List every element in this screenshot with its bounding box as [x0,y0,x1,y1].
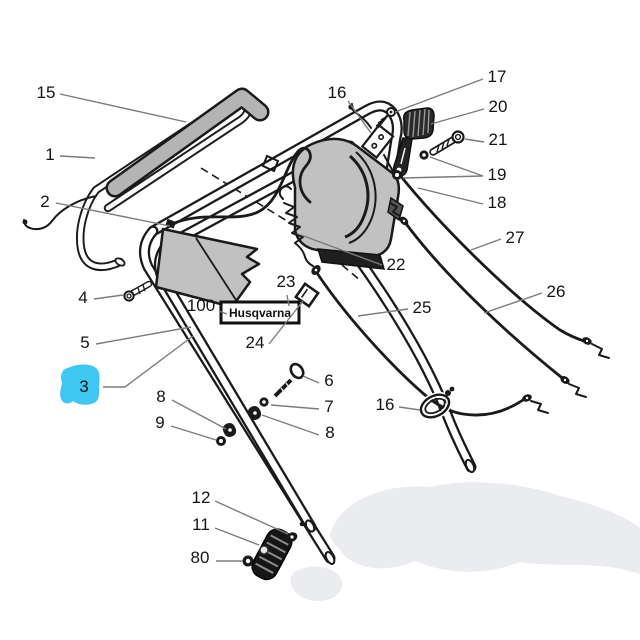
leader-line [218,310,228,315]
brand-plate: Husqvarna [219,300,301,325]
callout-26[interactable]: 26 [547,282,566,301]
eye-bolt-6 [273,362,305,398]
cable-clip-on-bar [261,154,280,173]
callout-16[interactable]: 16 [376,395,395,414]
callout-7[interactable]: 7 [324,397,333,416]
callout-25[interactable]: 25 [413,298,432,317]
throttle-cable [397,172,610,359]
callout-11[interactable]: 11 [192,515,210,534]
callout-18[interactable]: 18 [488,193,507,212]
leader-line [214,527,260,546]
callout-3[interactable]: 3 [79,377,88,396]
leader-line [398,406,421,411]
leader-line [302,375,320,384]
drive-cable [389,202,587,398]
screw-17 [375,107,396,129]
bolt-hole [299,521,305,527]
leader-line [429,156,484,177]
leader-line [103,335,194,388]
leader-line [394,78,484,113]
nut-9 [216,436,226,446]
callout-27[interactable]: 27 [506,228,525,247]
brake-cable [315,271,549,417]
callout-8[interactable]: 8 [156,387,165,406]
tension-spring [278,185,321,275]
throttle-lever [392,107,435,177]
washers-19 [392,150,429,180]
callout-24[interactable]: 24 [246,333,265,352]
leader-line [270,404,320,410]
leader-line [59,93,187,123]
leader-line [93,294,124,300]
leader-line [417,187,484,205]
screw-4 [123,280,153,302]
leader-line [470,238,502,251]
highlight-blob [60,364,100,405]
callout-1[interactable]: 1 [45,145,54,164]
leader-line [59,155,96,159]
leader-line [170,425,217,441]
leader-line [171,399,227,430]
callout-23[interactable]: 23 [277,272,296,291]
clip-8-right [247,406,262,420]
callout-4[interactable]: 4 [78,288,87,307]
callout-100[interactable]: 100 [187,296,215,315]
leader-line [464,138,485,143]
leader-line [214,500,289,535]
leader-line [268,300,304,345]
callout-5[interactable]: 5 [80,333,89,352]
callout-80[interactable]: 80 [191,548,210,567]
callout-20[interactable]: 20 [489,97,508,116]
clip-8-left [222,423,237,437]
leader-line [300,234,383,266]
bolt-21 [429,130,465,156]
callout-12[interactable]: 12 [192,488,211,507]
callout-6[interactable]: 6 [324,371,333,390]
knob-assembly [242,528,298,581]
callout-9[interactable]: 9 [155,413,164,432]
leader-line [55,202,171,227]
leader-line [95,326,192,345]
callout-15[interactable]: 15 [37,83,56,102]
nut-7 [259,397,269,407]
callout-8[interactable]: 8 [325,423,334,442]
leader-line [483,292,543,314]
callout-17[interactable]: 17 [488,67,507,86]
brand-plate-text: Husqvarna [229,306,291,320]
leader-line [402,175,484,179]
console-panel-torn [154,227,261,309]
leader-line [430,108,485,125]
mower-deck-shadow [290,482,640,601]
cable-adjuster-block [348,103,397,178]
leader-line [357,308,409,317]
callout-16[interactable]: 16 [328,83,347,102]
leader-line [261,414,320,436]
foam-grip [105,87,270,198]
callout-22[interactable]: 22 [387,255,406,274]
leader-line [347,100,372,134]
leader-line [286,294,290,307]
callout-19[interactable]: 19 [488,165,507,184]
cable-clamp-ring [418,386,455,421]
callout-2[interactable]: 2 [40,192,49,211]
callout-21[interactable]: 21 [489,130,508,149]
